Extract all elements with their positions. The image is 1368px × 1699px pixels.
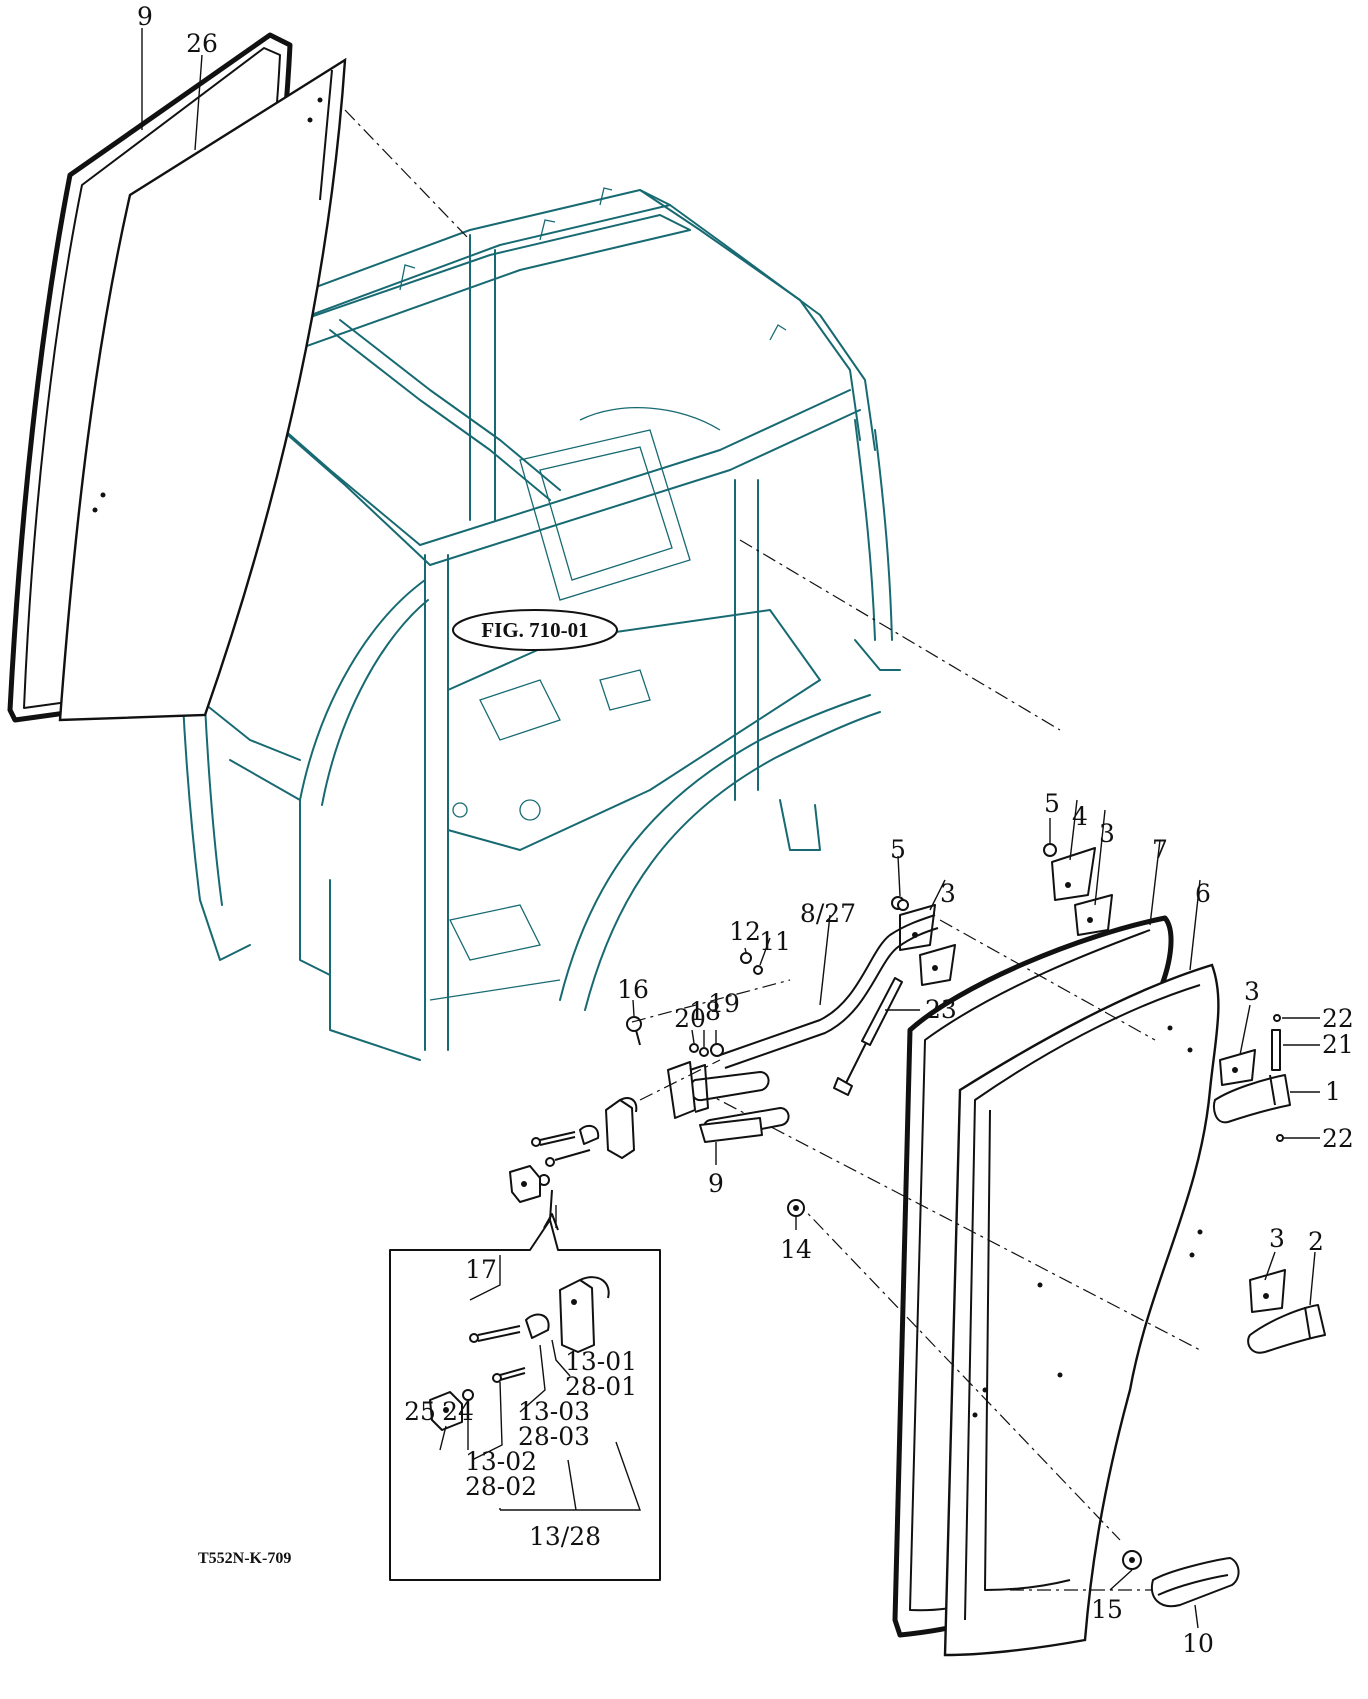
figure-ref: FIG. 710-01 — [481, 618, 588, 642]
callout-16: 16 — [617, 975, 649, 1004]
bolt-5-handle — [897, 899, 909, 911]
inset-callout-28-01: 28-01 — [565, 1372, 637, 1401]
latch-bolt — [539, 1131, 576, 1146]
inset-callout-13-01: 13-01 — [565, 1347, 637, 1376]
callout-6-door-glass: 6 — [1195, 879, 1211, 908]
gas-strut — [861, 977, 903, 1046]
callout-3-strut: 3 — [940, 879, 956, 908]
inset-callout-13-03: 13-03 — [518, 1397, 590, 1426]
hinge-plate-upper-3 — [1074, 894, 1113, 936]
callout-14: 14 — [780, 1235, 812, 1264]
callout-3-upper: 3 — [1099, 819, 1115, 848]
hinge-plate-right-3 — [1219, 1049, 1256, 1086]
hinge-plate-strut-a — [899, 904, 936, 951]
latch-cam — [579, 1124, 600, 1145]
bolt-16 — [626, 1016, 642, 1032]
latch-body — [605, 1099, 635, 1159]
callout-20: 20 — [674, 1004, 706, 1033]
hinge-plate-upper-4 — [1051, 847, 1096, 901]
callout-18: 18 — [689, 997, 721, 1026]
inset-callout-24: 24 — [442, 1397, 474, 1426]
link-plate-upper — [689, 1071, 770, 1102]
callout-22-top: 22 — [1322, 1004, 1354, 1033]
callout-9-seal: 9 — [137, 2, 153, 31]
figure-ref-ellipse — [452, 609, 618, 651]
callout-7-door-seal: 7 — [1152, 835, 1168, 864]
callout-15: 15 — [1091, 1595, 1123, 1624]
washer-18 — [699, 1047, 709, 1057]
callout-5-upper: 5 — [1044, 789, 1060, 818]
latch-detail-inset — [389, 1189, 661, 1581]
inset-callout-28-03: 28-03 — [518, 1422, 590, 1451]
nut-12 — [740, 952, 752, 964]
inset-callout-17: 17 — [465, 1255, 497, 1284]
callout-22-bottom: 22 — [1322, 1124, 1354, 1153]
hinge-plate-lower-3 — [1249, 1269, 1286, 1313]
door-assembly — [699, 539, 1220, 1657]
callout-23: 23 — [925, 995, 957, 1024]
callout-26-glass: 26 — [186, 29, 218, 58]
callout-21: 21 — [1322, 1030, 1354, 1059]
callout-9-link: 9 — [708, 1169, 724, 1198]
callout-8-27: 8/27 — [800, 899, 856, 928]
lock-bracket — [667, 1061, 696, 1119]
callout-11: 11 — [759, 927, 791, 956]
callout-12: 12 — [729, 917, 761, 946]
callout-4: 4 — [1072, 802, 1088, 831]
rear-window-assembly — [7, 32, 471, 723]
callout-19: 19 — [708, 989, 740, 1018]
clip-22-top — [1273, 1014, 1281, 1022]
callout-labels: 9 26 5 4 3 7 5 3 6 12 11 8/27 3 22 21 1 … — [137, 2, 1354, 1658]
rear-glass-guide-line — [344, 109, 471, 241]
hinge-plate-strut-b — [919, 944, 956, 986]
callout-1: 1 — [1325, 1077, 1341, 1106]
inset-callout-13-02: 13-02 — [465, 1447, 537, 1476]
door-handle-rod — [719, 914, 936, 1056]
bolt-5-upper — [1043, 843, 1057, 857]
door-glass — [943, 963, 1220, 1657]
drawing-code: T552N-K-709 — [198, 1550, 291, 1567]
nut-19 — [710, 1043, 724, 1057]
inset-callout-28-02: 28-02 — [465, 1472, 537, 1501]
hinge-2 — [1247, 1304, 1326, 1354]
callout-5-strut: 5 — [890, 835, 906, 864]
hinge-parts — [891, 843, 1326, 1354]
callout-2: 2 — [1308, 1227, 1324, 1256]
link-plate-9 — [699, 1117, 763, 1143]
washer-11 — [753, 965, 763, 975]
rear-window-glass — [58, 57, 347, 722]
callout-3-lower: 3 — [1269, 1224, 1285, 1253]
inset-callout-25: 25 — [404, 1397, 436, 1426]
handle-strut-parts — [509, 899, 1240, 1608]
hinge-pin-21 — [1271, 1029, 1281, 1071]
callout-3-right: 3 — [1244, 977, 1260, 1006]
leader-lines — [141, 28, 1320, 1629]
callout-10: 10 — [1182, 1629, 1214, 1658]
inset-callout-13-28: 13/28 — [529, 1522, 601, 1551]
washer-20 — [689, 1043, 699, 1053]
